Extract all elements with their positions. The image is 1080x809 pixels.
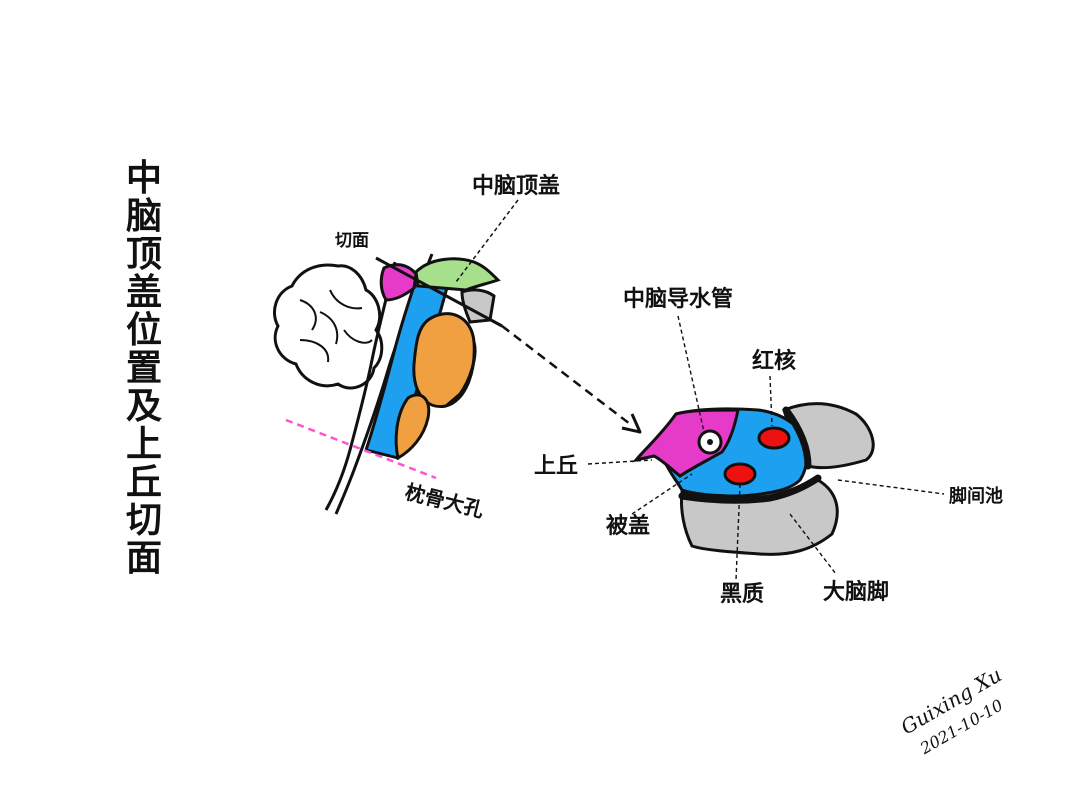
page-title: 中脑顶盖位置及上丘切面	[126, 158, 162, 579]
brainstem-anterior-outline	[445, 341, 477, 408]
red-nucleus-label: 红核	[752, 348, 796, 374]
medulla-shape	[394, 393, 431, 461]
sagittal-brainstem-figure: 切面 中脑顶盖 枕骨大孔	[273, 173, 560, 523]
cerebellum-folia	[299, 289, 373, 363]
cerebral-peduncle-label: 大脑脚	[823, 579, 889, 605]
substantia-nigra-label: 黑质	[720, 582, 764, 607]
signature: Guixing Xu 2021-10-10	[897, 662, 1007, 758]
red-nucleus-ventral	[723, 462, 757, 486]
cross-section-figure: 中脑导水管 红核 上丘 被盖 脚间池 黑质 大脑脚	[534, 286, 1003, 607]
vertical-title: 中脑顶盖位置及上丘切面	[126, 158, 162, 579]
interpeduncular-cistern-label: 脚间池	[949, 485, 1003, 507]
foramen-magnum-label: 枕骨大孔	[403, 480, 486, 523]
cerebellum-shape	[273, 263, 384, 390]
superior-colliculus-label: 上丘	[534, 454, 578, 479]
aqueduct-label: 中脑导水管	[623, 286, 733, 312]
tegmentum-label: 被盖	[606, 513, 650, 539]
right-dark-edge	[782, 406, 812, 470]
red-nucleus-dorsal	[757, 426, 791, 450]
substantia-nigra-band	[678, 474, 822, 504]
section-leader-lines	[587, 315, 945, 581]
section-label: 切面	[335, 231, 369, 251]
superior-colliculus-section-shape	[632, 408, 740, 478]
section-cut-line	[375, 256, 503, 328]
pons-shape	[412, 312, 476, 409]
cerebral-aqueduct-lumen	[707, 439, 713, 445]
foramen-magnum-line	[285, 418, 437, 480]
pointer-arrow	[501, 325, 642, 434]
tectum-label: 中脑顶盖	[472, 173, 560, 199]
brainstem-posterior-outline	[324, 261, 397, 511]
tectum-shape	[414, 257, 501, 292]
tectum-leader	[455, 199, 519, 283]
